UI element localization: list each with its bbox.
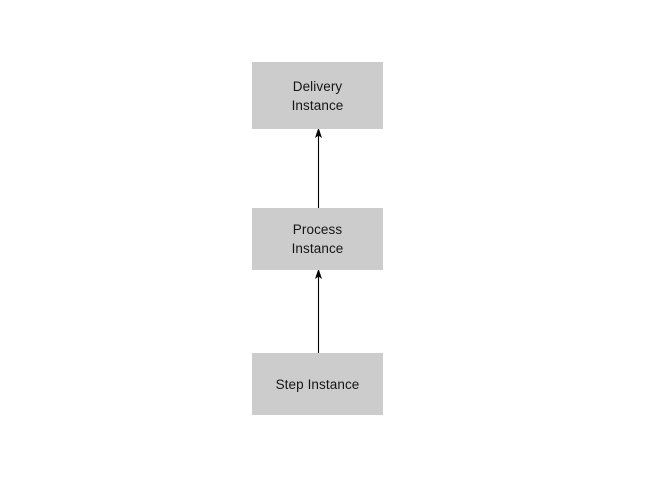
edge-step-to-process <box>310 266 327 356</box>
node-label-step-instance: Step Instance <box>275 376 360 392</box>
node-delivery-instance[interactable]: Delivery Instance <box>252 62 383 129</box>
node-process-instance[interactable]: Process Instance <box>252 208 383 270</box>
node-label-process-instance: Process Instance <box>291 222 344 256</box>
node-label-delivery-instance: Delivery Instance <box>291 78 344 113</box>
arrowhead-up-icon <box>315 268 322 279</box>
arrowhead-up-icon <box>315 127 322 138</box>
edge-process-to-delivery <box>310 125 327 211</box>
node-step-instance[interactable]: Step Instance <box>252 353 383 415</box>
